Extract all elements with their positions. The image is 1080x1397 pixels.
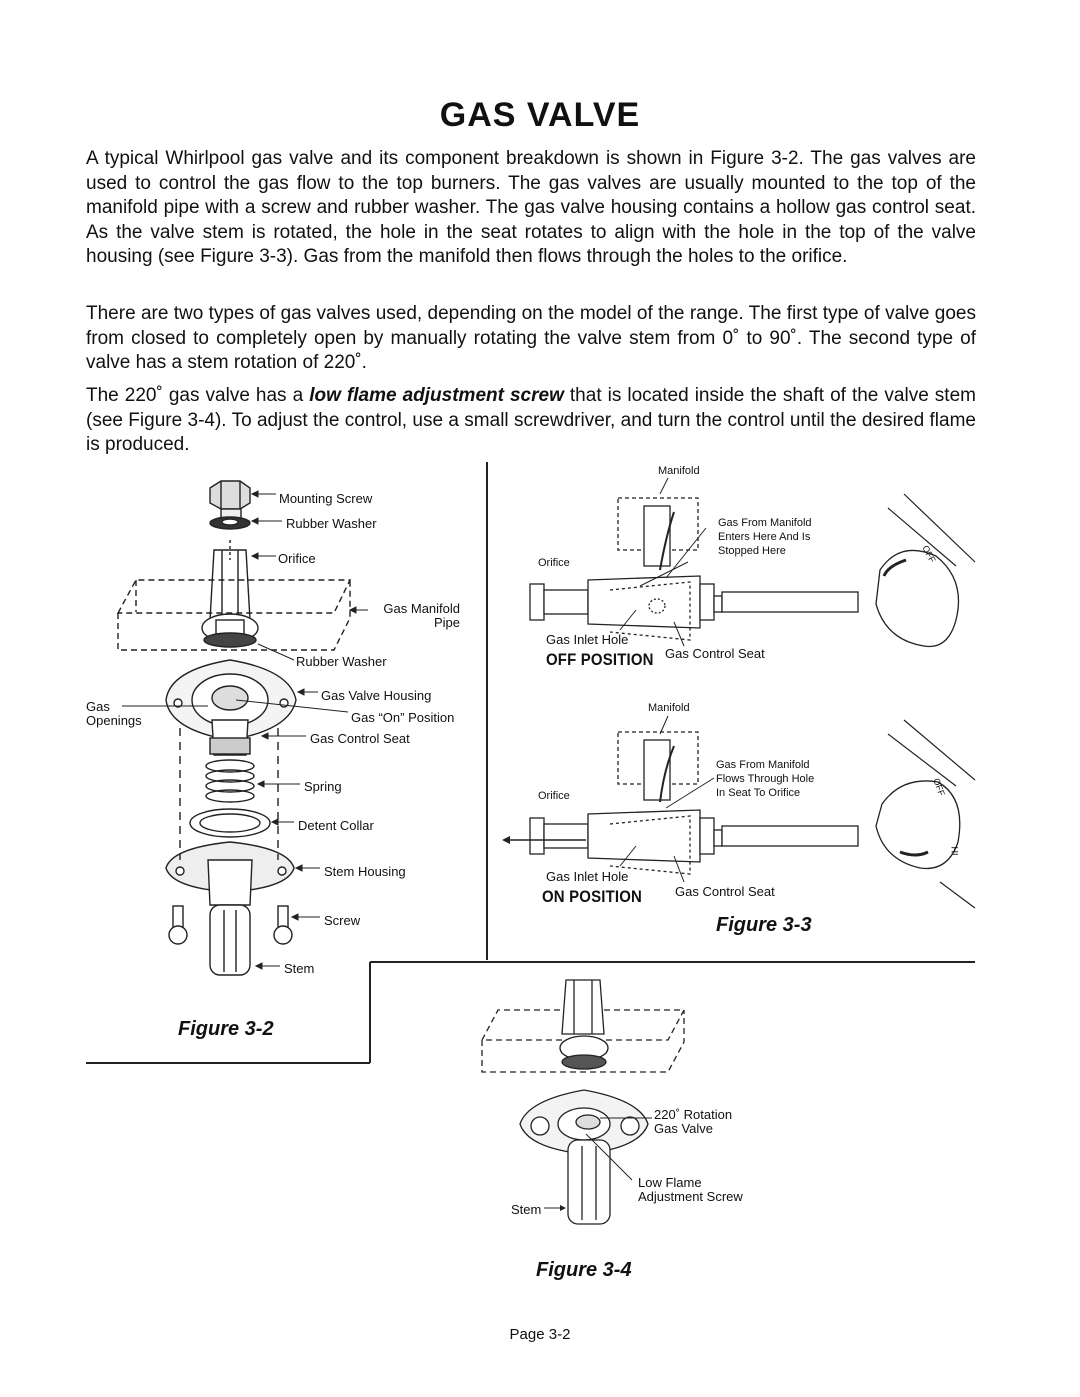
label-gas-manifold-pipe: Gas Manifold Pipe <box>383 601 460 630</box>
label-off-gas-from-manifold: Gas From Manifold Enters Here And Is Sto… <box>718 517 812 557</box>
label-off-gas-control-seat: Gas Control Seat <box>665 646 765 661</box>
figure-3-4-drawing <box>480 979 686 1225</box>
label-spring: Spring <box>304 779 342 794</box>
caption-figure-3-2: Figure 3-2 <box>178 1018 274 1040</box>
adjustment-paragraph: The 220˚ gas valve has a low flame adjus… <box>86 385 976 455</box>
page-title: GAS VALVE <box>439 96 641 134</box>
label-gas-openings: Gas Openings <box>86 699 142 728</box>
label-gas-valve-housing: Gas Valve Housing <box>321 688 432 703</box>
label-on-gas-control-seat: Gas Control Seat <box>675 884 775 899</box>
label-rubber-washer-top: Rubber Washer <box>286 516 377 531</box>
caption-figure-3-4: Figure 3-4 <box>536 1259 632 1281</box>
label-220-rotation: 220˚ Rotation Gas Valve <box>654 1107 733 1136</box>
figure-3-3-on-drawing <box>504 715 976 909</box>
label-off-gas-inlet-hole: Gas Inlet Hole <box>546 632 629 647</box>
caption-figure-3-3: Figure 3-3 <box>716 914 812 936</box>
page-number: Page 3-2 <box>509 1326 571 1343</box>
label-off-manifold: Manifold <box>658 465 700 477</box>
label-off-orifice: Orifice <box>538 557 570 569</box>
figure-3-3-off-drawing <box>529 477 976 648</box>
label-stem: Stem <box>284 961 315 976</box>
label-gas-on-position: Gas “On” Position <box>351 710 455 725</box>
label-gas-control-seat: Gas Control Seat <box>310 731 410 746</box>
label-on-gas-from-manifold: Gas From Manifold Flows Through Hole In … <box>716 759 815 799</box>
valve-types-paragraph: There are two types of gas valves used, … <box>86 303 976 373</box>
knob-on-text-hi: HI <box>949 846 960 856</box>
figure-3-2-drawing <box>116 480 352 976</box>
emphasis-low-flame: low flame adjustment screw <box>309 385 564 406</box>
label-orifice: Orifice <box>278 551 316 566</box>
label-low-flame-adjustment-screw: Low Flame Adjustment Screw <box>638 1175 743 1204</box>
label-fig34-stem: Stem <box>511 1202 542 1217</box>
label-stem-housing: Stem Housing <box>324 864 406 879</box>
label-mounting-screw: Mounting Screw <box>279 491 373 506</box>
label-off-position: OFF POSITION <box>546 650 654 669</box>
intro-paragraph: A typical Whirlpool gas valve and its co… <box>86 148 976 267</box>
label-rubber-washer: Rubber Washer <box>296 654 387 669</box>
label-on-manifold: Manifold <box>648 702 690 714</box>
label-on-position: ON POSITION <box>542 887 643 906</box>
label-on-gas-inlet-hole: Gas Inlet Hole <box>546 869 629 884</box>
label-screw: Screw <box>324 913 361 928</box>
label-on-orifice: Orifice <box>538 790 570 802</box>
label-detent-collar: Detent Collar <box>298 818 374 833</box>
